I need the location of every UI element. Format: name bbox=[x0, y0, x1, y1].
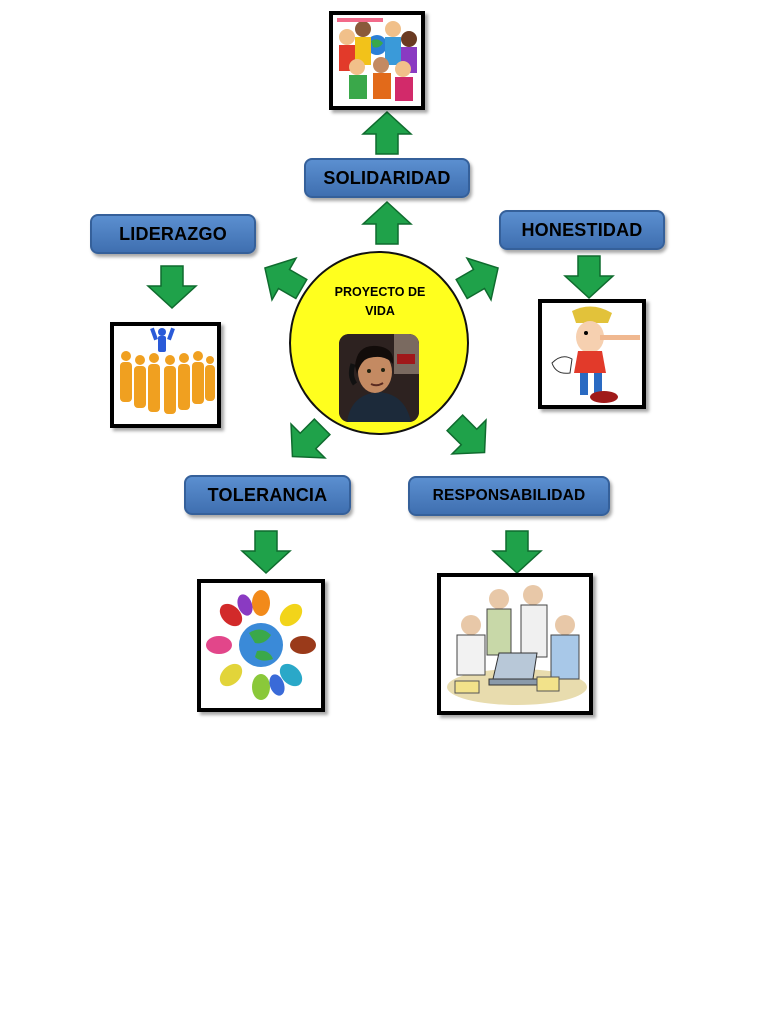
arrow-to-solidaridad bbox=[362, 201, 412, 245]
arrow-to-tolerancia-image bbox=[241, 530, 291, 574]
liderazgo-image bbox=[110, 322, 221, 428]
arrow-to-solidaridad-image bbox=[362, 111, 412, 155]
tolerancia-image bbox=[197, 579, 325, 712]
arrow-to-responsabilidad-image bbox=[492, 530, 542, 574]
node-liderazgo-label: LIDERAZGO bbox=[119, 223, 227, 244]
node-tolerancia: TOLERANCIA bbox=[184, 475, 351, 515]
node-solidaridad-label: SOLIDARIDAD bbox=[323, 167, 451, 188]
center-title-line2: VIDA bbox=[365, 304, 395, 318]
center-title: PROYECTO DE VIDA bbox=[310, 283, 450, 321]
node-responsabilidad: RESPONSABILIDAD bbox=[408, 476, 610, 516]
node-honestidad-label: HONESTIDAD bbox=[521, 219, 643, 240]
center-title-line1: PROYECTO DE bbox=[334, 285, 426, 299]
node-tolerancia-label: TOLERANCIA bbox=[207, 484, 328, 505]
node-solidaridad: SOLIDARIDAD bbox=[304, 158, 470, 198]
arrow-to-honestidad-image bbox=[564, 255, 614, 299]
arrow-to-liderazgo-image bbox=[147, 265, 197, 309]
responsabilidad-image bbox=[437, 573, 593, 715]
node-responsabilidad-label: RESPONSABILIDAD bbox=[432, 487, 586, 504]
arrow-to-responsabilidad bbox=[437, 405, 503, 471]
node-honestidad: HONESTIDAD bbox=[499, 210, 665, 250]
solidaridad-image bbox=[329, 11, 425, 110]
person-portrait-image bbox=[339, 334, 419, 422]
node-liderazgo: LIDERAZGO bbox=[90, 214, 256, 254]
honestidad-image bbox=[538, 299, 646, 409]
